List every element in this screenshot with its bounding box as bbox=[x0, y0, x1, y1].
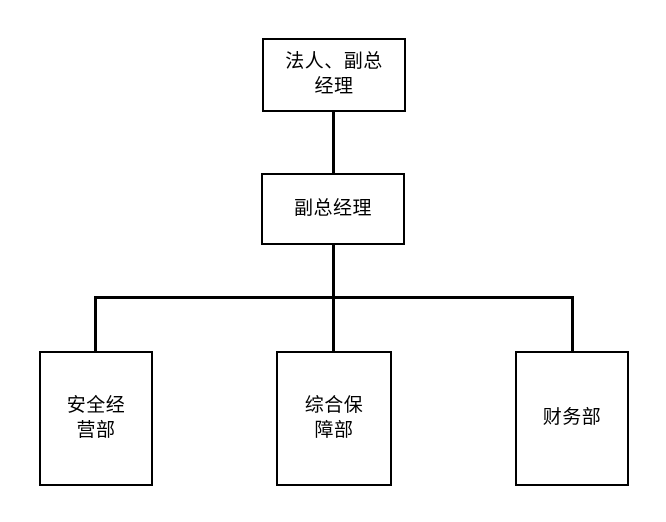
connector-root-to-deputy bbox=[332, 112, 335, 173]
connector-horizontal-bar bbox=[94, 296, 574, 299]
org-node-finance-dept-label: 财务部 bbox=[542, 407, 602, 429]
org-node-finance-dept: 财务部 bbox=[515, 351, 629, 486]
org-node-comprehensive-support-dept: 综合保 障部 bbox=[276, 351, 392, 486]
org-node-deputy-manager: 副总经理 bbox=[261, 173, 405, 245]
org-node-comprehensive-support-dept-label: 综合保 障部 bbox=[304, 394, 364, 441]
org-node-deputy-manager-label: 副总经理 bbox=[293, 197, 372, 219]
org-node-safety-operations-dept: 安全经 营部 bbox=[39, 351, 153, 486]
org-node-safety-operations-dept-label: 安全经 营部 bbox=[66, 394, 126, 441]
connector-drop-dept3 bbox=[571, 296, 574, 352]
org-node-root-label: 法人、副总 经理 bbox=[285, 51, 383, 97]
connector-drop-dept1 bbox=[94, 296, 97, 352]
org-node-root: 法人、副总 经理 bbox=[262, 38, 406, 112]
